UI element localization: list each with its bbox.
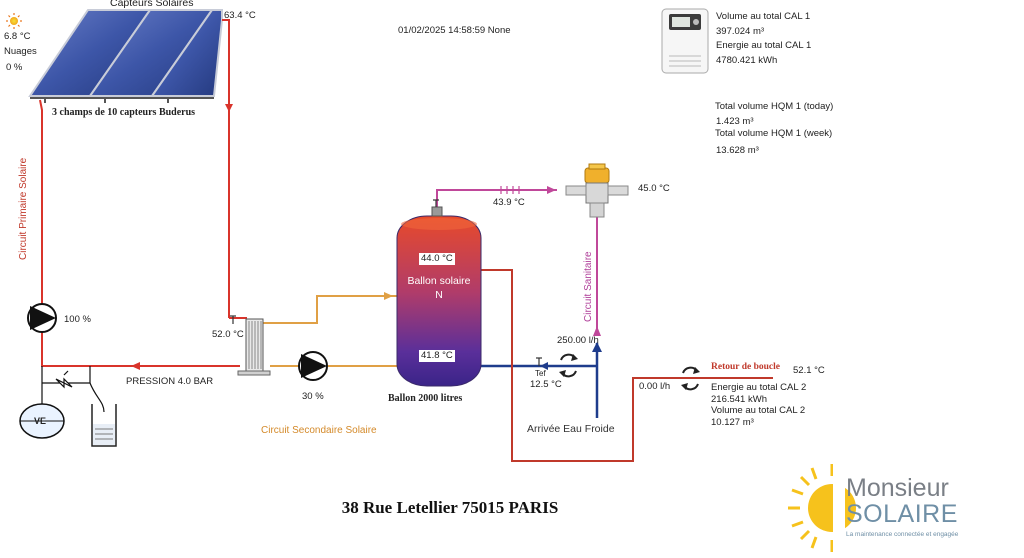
secondary-circuit-label: Circuit Secondaire Solaire	[261, 425, 377, 436]
sensor-tag: Tef	[535, 369, 546, 378]
mixed-temperature: 45.0 °C	[638, 183, 670, 194]
cal2-volume-value: 10.127 m³	[711, 417, 754, 428]
loop-return-label: Retour de boucle	[711, 362, 780, 372]
cal2-energy-value: 216.541 kWh	[711, 394, 767, 405]
secondary-flow-arrow	[384, 292, 393, 300]
sanitary-hot-pipe	[436, 189, 598, 334]
cal1-energy-value: 4780.421 kWh	[716, 55, 778, 66]
hqm-week-value: 13.628 m³	[716, 145, 759, 156]
secondary-pump-icon	[298, 351, 328, 381]
sun-icon	[6, 13, 22, 29]
primary-pump-icon	[27, 303, 57, 333]
weather-condition: Nuages	[4, 46, 37, 57]
tank-top-temperature: 44.0 °C	[419, 253, 455, 265]
datetime: 01/02/2025 14:58:59 None	[398, 25, 511, 36]
drain-bucket-icon	[91, 404, 117, 447]
sanitary-flow: 250.00 l/h	[557, 335, 599, 346]
safety-valve-icon	[42, 366, 105, 413]
primary-flow-arrow	[225, 104, 233, 112]
cal2-volume-label: Volume au total CAL 2	[711, 405, 806, 416]
controller-device-icon	[661, 8, 709, 74]
logo-word-monsieur: Monsieur	[846, 474, 949, 502]
hqm-today-label: Total volume HQM 1 (today)	[715, 101, 834, 112]
sanitary-return-arrow	[593, 326, 601, 336]
cal1-energy-label: Energie au total CAL 1	[716, 40, 812, 51]
collectors-title: Capteurs Solaires	[110, 0, 194, 9]
tank-bottom-temperature: 41.8 °C	[419, 350, 455, 362]
primary-circuit-pipe	[39, 19, 247, 367]
solar-collectors	[28, 9, 223, 103]
storage-tank	[396, 206, 482, 387]
pressure-label: PRESSION 4.0 BAR	[126, 376, 214, 387]
collector-out-temperature: 63.4 °C	[224, 10, 256, 21]
loop-flowmeter-arrowhead	[693, 367, 700, 374]
hot-out-temperature: 43.9 °C	[493, 197, 525, 208]
site-address: 38 Rue Letellier 75015 PARIS	[341, 498, 559, 517]
logo-word-solaire: SOLAIRE	[846, 500, 958, 528]
heat-exchanger	[237, 318, 271, 376]
cal1-volume-label: Volume au total CAL 1	[716, 11, 811, 22]
cold-water-label: Arrivée Eau Froide	[527, 423, 615, 435]
loop-return-pipe	[480, 269, 773, 462]
expansion-vessel-icon	[19, 366, 65, 439]
hot-water-flowmeter-icon	[500, 186, 520, 194]
cold-flowmeter-arrowhead-2	[559, 370, 566, 377]
loop-flow: 0.00 l/h	[639, 381, 671, 392]
cal2-energy-label: Energie au total CAL 2	[711, 382, 807, 393]
tank-name-line2: N	[435, 289, 443, 301]
primary-circuit-label: Circuit Primaire Solaire	[18, 157, 29, 260]
mixing-valve-icon	[565, 163, 629, 218]
loop-return-temperature: 52.1 °C	[793, 365, 825, 376]
sanitary-circuit-label: Circuit Sanitaire	[583, 251, 594, 322]
logo-sun-icon	[788, 462, 856, 554]
cold-water-arrow-up	[592, 342, 602, 352]
hqm-today-value: 1.423 m³	[716, 116, 754, 127]
cold-in-temperature: 12.5 °C	[530, 379, 562, 390]
secondary-circuit-pipe	[262, 295, 399, 367]
cloud-cover: 0 %	[6, 62, 23, 73]
logo-tagline: La maintenance connectée et engagée	[846, 531, 959, 538]
cold-water-arrow-left	[540, 362, 548, 370]
tank-name-line1: Ballon solaire	[407, 275, 471, 287]
sanitary-flow-arrow	[547, 186, 556, 194]
tank-caption: Ballon 2000 litres	[388, 393, 463, 404]
secondary-pump-speed: 30 %	[302, 391, 324, 402]
exchanger-temperature: 52.0 °C	[212, 329, 244, 340]
temperature-sensor-icon	[230, 199, 542, 366]
hqm-week-label: Total volume HQM 1 (week)	[715, 128, 833, 139]
loop-flowmeter-arrowhead-2	[681, 383, 688, 390]
expansion-vessel-label: VE	[34, 416, 47, 426]
primary-return-arrow	[131, 362, 140, 370]
cal1-volume-value: 397.024 m³	[716, 26, 765, 37]
primary-pump-speed: 100 %	[64, 314, 91, 325]
collectors-caption: 3 champs de 10 capteurs Buderus	[52, 107, 196, 118]
cold-flowmeter-arrowhead	[571, 354, 578, 361]
outdoor-temperature: 6.8 °C	[4, 31, 31, 42]
